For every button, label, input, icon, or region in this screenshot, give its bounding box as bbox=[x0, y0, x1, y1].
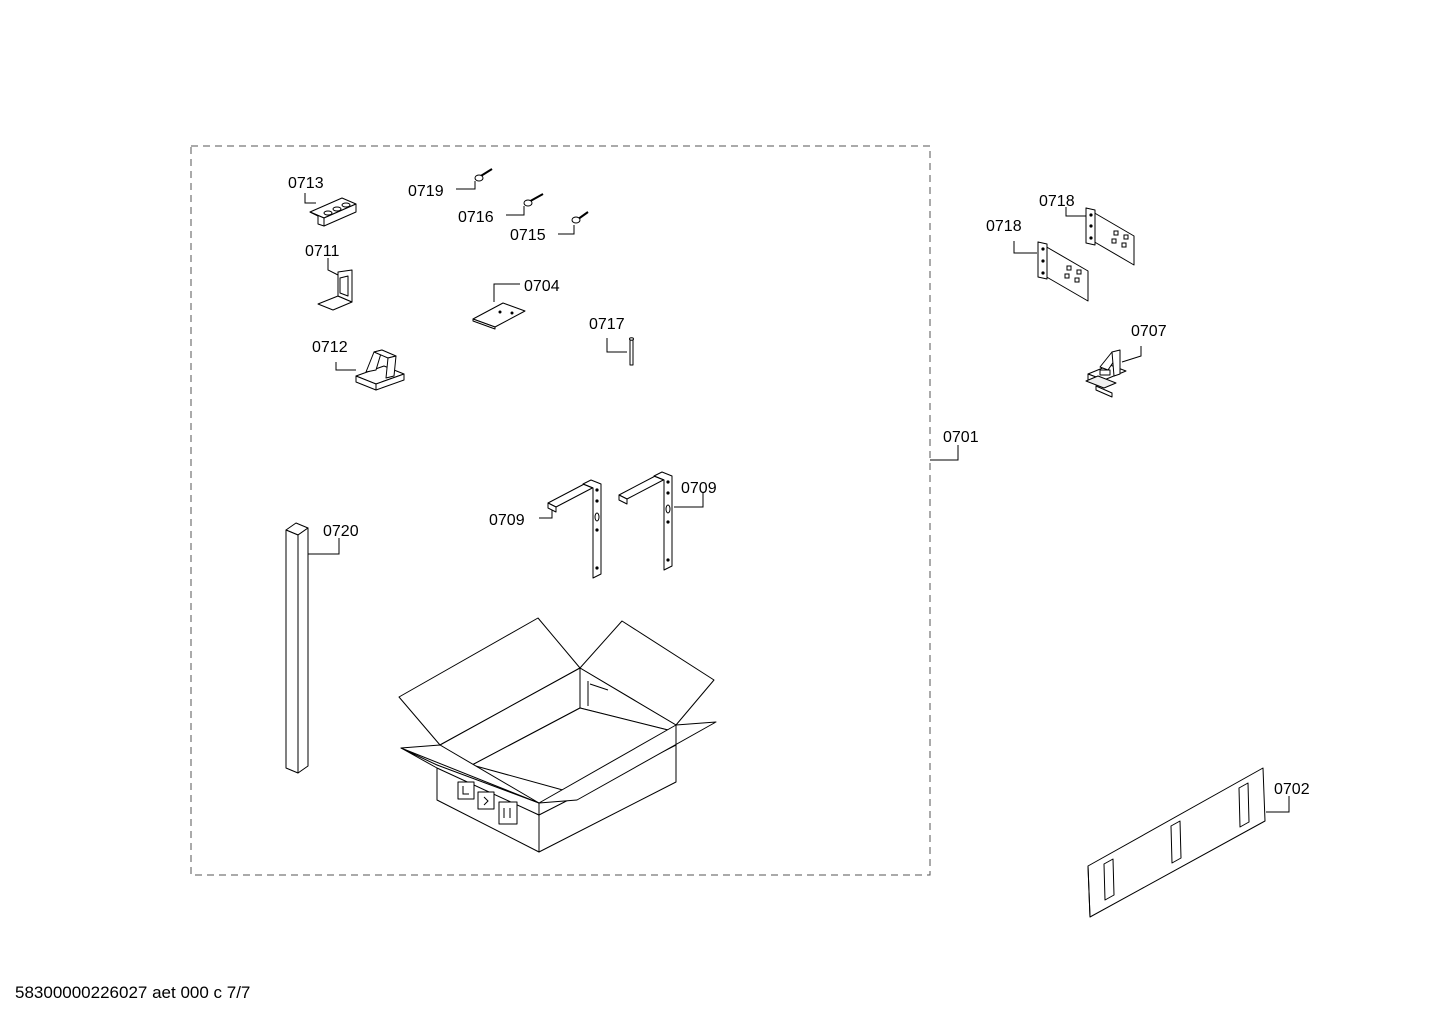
label-0707: 0707 bbox=[1131, 323, 1167, 340]
label-0711: 0711 bbox=[305, 243, 340, 260]
label-0713: 0713 bbox=[288, 175, 324, 192]
label-0717: 0717 bbox=[589, 316, 625, 333]
packing-carton bbox=[398, 617, 717, 853]
part-0717 bbox=[606, 337, 634, 366]
label-0709-right: 0709 bbox=[681, 480, 717, 497]
part-0718-lower bbox=[1013, 241, 1089, 302]
label-0718-lower: 0718 bbox=[986, 218, 1022, 235]
document-code: 58300000226027 aet 000 c 7/7 bbox=[15, 983, 250, 1002]
label-0715: 0715 bbox=[510, 227, 546, 244]
part-0713 bbox=[304, 193, 357, 227]
label-0716: 0716 bbox=[458, 209, 494, 226]
label-0702: 0702 bbox=[1274, 781, 1310, 798]
label-0701: 0701 bbox=[943, 429, 979, 446]
screw-0715 bbox=[558, 211, 589, 235]
kit-boundary-0701 bbox=[190, 145, 931, 876]
screw-0719 bbox=[456, 168, 493, 190]
part-0709-right bbox=[618, 471, 704, 571]
part-0711 bbox=[317, 258, 353, 311]
screw-0716 bbox=[506, 193, 544, 216]
part-0702 bbox=[1087, 767, 1290, 918]
part-0707 bbox=[1085, 346, 1142, 398]
part-0712 bbox=[335, 349, 405, 391]
label-0718-upper: 0718 bbox=[1039, 193, 1075, 210]
label-0709-left: 0709 bbox=[489, 512, 525, 529]
label-0719: 0719 bbox=[408, 183, 444, 200]
part-0709-left bbox=[539, 479, 602, 579]
part-0704 bbox=[472, 283, 526, 330]
label-0720: 0720 bbox=[323, 523, 359, 540]
label-0704: 0704 bbox=[524, 278, 560, 295]
part-0720 bbox=[285, 522, 340, 774]
leader-0701 bbox=[930, 445, 959, 461]
label-0712: 0712 bbox=[312, 339, 348, 356]
part-0718-upper bbox=[1065, 207, 1135, 266]
